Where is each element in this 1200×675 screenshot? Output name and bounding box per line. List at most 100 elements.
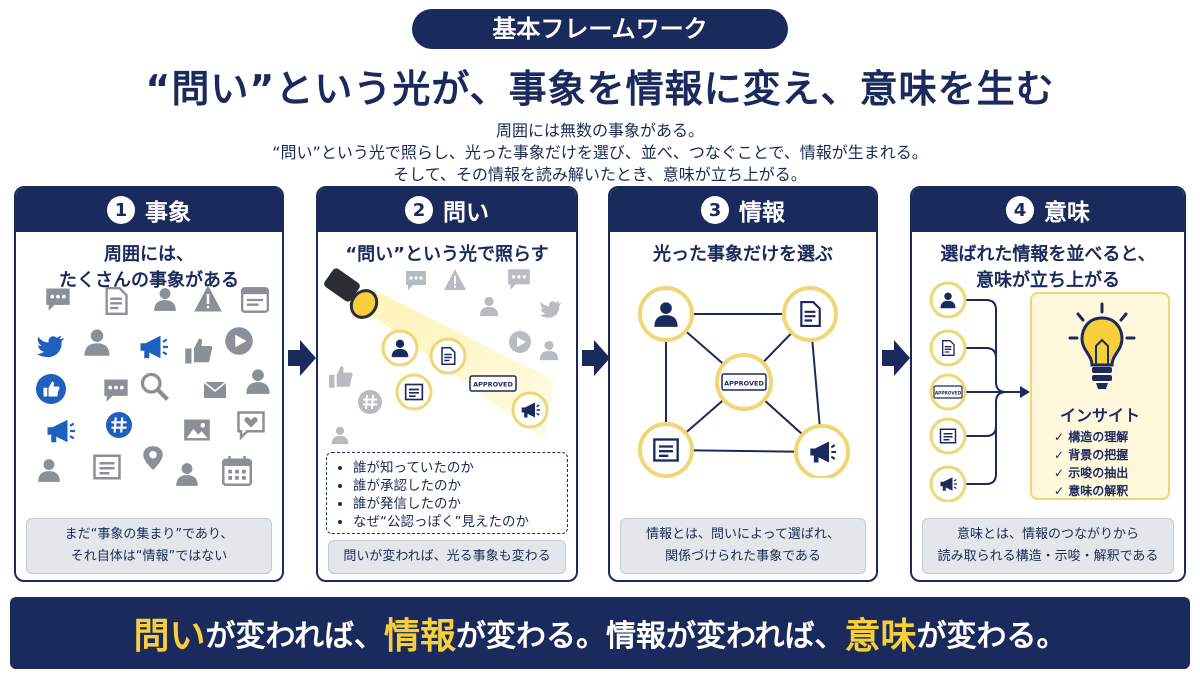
highlight-information: 情報 [383,616,456,657]
highlight-question: 問い [133,616,206,657]
lightbulb-icon [1068,302,1136,389]
network-node [782,286,838,342]
insight-panel: インサイト ✓ 構造の理解 ✓ 背景の把握 ✓ 示唆の抽出 ✓ 意味の解釈 [1030,292,1170,500]
insight-item: ✓ 意味の解釈 [1054,484,1129,498]
chat-bubble-icon [406,271,426,290]
info-node [929,417,967,455]
mail-icon [203,381,227,399]
insight-item-label: 示唆の抽出 [1068,466,1129,480]
note-line: 読み取られる構造・示唆・解釈である [937,549,1159,564]
info-node [929,281,967,319]
highlight-meaning: 意味 [844,616,917,657]
magnifier-icon [143,375,168,400]
arrow-right-icon [882,340,910,376]
banner-text: が変われば、 [205,619,384,654]
person-icon [331,426,349,445]
banner-text: が変わる。 [916,619,1067,654]
note-line: 意味とは、情報のつながりから [956,527,1139,542]
card-title: 問い [443,200,489,226]
info-node: APPROVED [929,373,967,411]
hashtag-icon [358,390,382,414]
card-heading-line: 意味が立ち上がる [976,270,1120,291]
step-number: 3 [701,196,729,224]
spotlight-illustration: APPROVED [324,268,562,445]
document-icon [105,286,128,316]
card-heading-line: 選ばれた情報を並べると、 [940,244,1156,265]
insight-item: ✓ 示唆の抽出 [1054,466,1129,480]
flashlight-icon [324,268,379,319]
person-icon [84,329,110,356]
person-icon [539,340,559,361]
question-item: 誰が承認したのか [353,477,567,495]
arrow-right-icon [582,340,610,376]
card-title: 事象 [145,200,191,226]
subtitle-line-2: “問い”という光で照らし、光った事象だけを選び、並べ、つなぐことで、情報が生まれ… [272,143,928,162]
hashtag-icon [106,412,132,438]
card-title: 情報 [739,200,785,226]
banner-text: が変わる。情報が変われば、 [456,619,845,654]
info-to-insight-diagram: APPROVED [929,281,1030,502]
info-node [929,329,967,367]
chat-bubble-icon [46,288,70,311]
card-title: 意味 [1044,200,1090,226]
insight-item: ✓ 構造の理解 [1054,430,1129,444]
approved-stamp-icon [721,373,767,391]
chat-bubble-icon [104,379,128,402]
person-icon [479,296,499,317]
note-line: 問いが変われば、光る事象も変わる [343,549,551,564]
card-heading-line: たくさんの事象がある [59,270,239,291]
chat-bubble-icon [508,269,530,290]
insight-title: インサイト [1059,406,1140,425]
card-information: 3 情報 光った事象だけを選ぶ APPROVED [608,186,878,582]
card-meaning: 4 意味 選ばれた情報を並べると、 意味が立ち上がる APPROVED [910,186,1186,582]
network-diagram: APPROVED [638,286,850,478]
insight-item-label: 背景の把握 [1068,448,1129,462]
insight-item-label: 意味の解釈 [1068,484,1129,498]
network-node [638,286,694,342]
subtitle-line-1: 周囲には無数の事象がある。 [495,121,704,140]
thumbs-up-icon [329,366,353,388]
network-node [638,422,694,478]
card-header: 3 情報 [610,188,876,232]
card-heading-line: 周囲には、 [104,244,194,265]
question-item: なぜ“公認っぽく”見えたのか [353,513,567,531]
page-title: “問い”という光が、事象を情報に変え、意味を生む [145,67,1055,111]
approved-stamp-icon [933,385,963,399]
card-note: 問いが変われば、光る事象も変わる [328,540,566,574]
thumbs-up-icon [185,338,213,364]
note-line: それ自体は“情報”ではない [70,549,228,564]
card-note: 意味とは、情報のつながりから 読み取られる構造・示唆・解釈である [922,518,1174,574]
like-icon [36,374,66,404]
play-icon [225,327,253,355]
person-icon [246,369,270,394]
network-node [794,424,850,478]
card-header: 1 事象 [16,188,282,232]
approved-stamp-icon [469,375,517,392]
image-icon [184,419,210,441]
twitter-bird-icon [540,300,562,318]
warning-icon [444,269,466,290]
event-icon-cloud [36,285,270,486]
step-number: 4 [1006,196,1034,224]
insight-item-label: 構造の理解 [1068,430,1129,444]
document-icon [93,454,121,480]
note-line: 情報とは、問いによって選ばれ、 [645,527,841,542]
megaphone-icon [46,418,77,444]
card-header: 4 意味 [912,188,1184,232]
arrow-right-icon [288,340,316,376]
question-item: 誰が発信したのか [353,495,567,513]
conclusion-banner: 問い が変われば、 情報 が変わる。情報が変われば、 意味 が変わる。 [10,597,1190,669]
subtitle-line-3: そして、その情報を読み解いたとき、意味が立ち上がる。 [393,165,807,184]
insight-item: ✓ 背景の把握 [1054,448,1129,462]
note-line: 関係づけられた事象である [665,549,821,564]
person-icon [154,288,176,311]
question-list-box: 誰が知っていたのか 誰が承認したのか 誰が発信したのか なぜ“公認っぽく”見えた… [326,452,568,534]
play-icon [509,331,531,353]
note-line: まだ“事象の集まり”であり、 [64,527,234,542]
approved-stamp-text: APPROVED [935,391,962,397]
person-icon [176,463,198,486]
question-item: 誰が知っていたのか [353,459,567,477]
twitter-bird-icon [37,335,64,358]
card-question: 2 問い “問い”という光で照らす [316,186,578,582]
card-note: まだ“事象の集まり”であり、 それ自体は“情報”ではない [26,518,272,574]
